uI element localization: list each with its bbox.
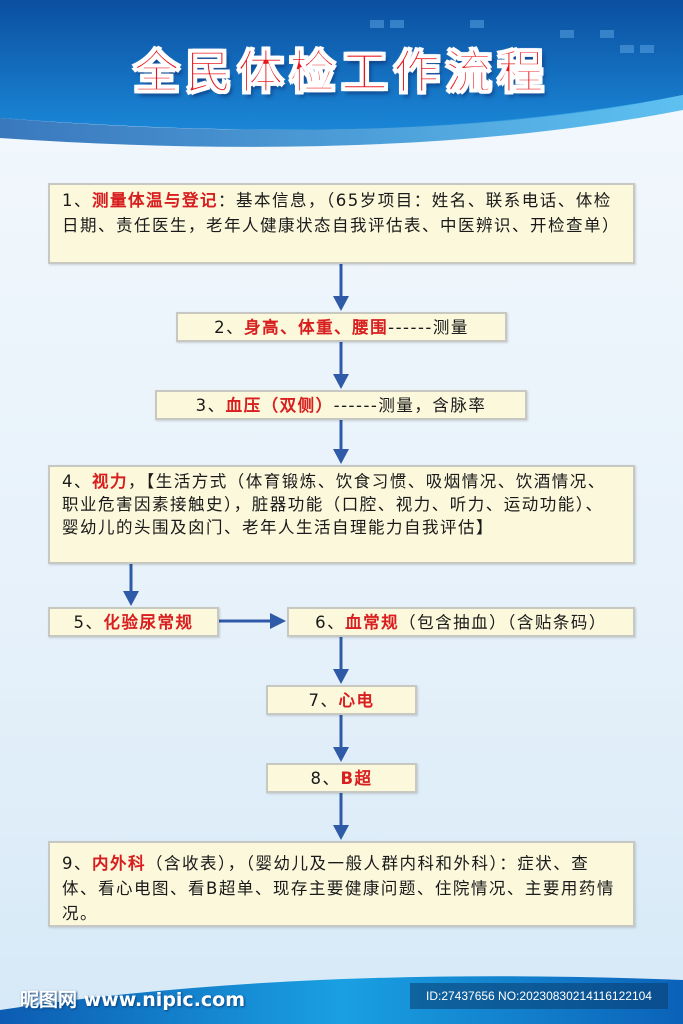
step-number: 9、 [62,854,92,873]
step-7-box: 7、心电 [266,685,417,715]
step-title: 视力 [92,472,128,491]
step-text: （包含抽血）（含贴条码） [399,612,607,632]
step-title: 身高、体重、腰围 [244,317,389,337]
step-number: 2、 [214,317,245,337]
step-4-box: 4、视力，【生活方式（体育锻炼、饮食习惯、吸烟情况、饮酒情况、职业危害因素接触史… [48,465,635,564]
step-3-box: 3、血压（双侧）------测量，含脉率 [155,390,527,420]
step-title: 血压（双侧） [225,395,334,415]
step-title: 心电 [338,690,375,710]
page-title: 全民体检工作流程 [133,45,550,100]
step-1-box: 1、测量体温与登记：基本信息，（65岁项目：姓名、联系电话、体检日期、责任医生，… [48,183,635,264]
step-title: 内外科 [92,854,146,873]
step-number: 6、 [315,612,346,632]
step-text: ：基本信息，（65岁项目：姓名、联系电话、体检日期、责任医生，老年人健康状态自我… [62,191,620,235]
step-9-box: 9、内外科（含收表），（婴幼儿及一般人群内科和外科）：症状、查体、看心电图、看B… [48,841,635,927]
image-id-label: ID:27437656 NO:20230830214116122104 [410,983,668,1009]
step-text: （含收表），（婴幼儿及一般人群内科和外科）：症状、查体、看心电图、看B超单、现存… [62,854,615,923]
step-5-box: 5、化验尿常规 [48,607,219,637]
step-text: ------测量 [388,317,469,337]
watermark-logo: 昵图网 www.nipic.com [20,989,246,1011]
step-text: ，【生活方式（体育锻炼、饮食习惯、吸烟情况、饮酒情况、职业危害因素接触史），脏器… [62,472,606,537]
step-number: 8、 [310,768,341,788]
step-title: 化验尿常规 [103,612,194,632]
step-text: ------测量，含脉率 [333,395,487,415]
header-banner [0,0,683,147]
step-number: 1、 [62,191,92,210]
step-number: 3、 [195,395,226,415]
step-title: 血常规 [345,612,400,632]
step-number: 4、 [62,472,92,491]
step-8-box: 8、B超 [266,763,417,793]
step-title: B超 [340,768,373,788]
step-number: 7、 [308,690,339,710]
step-title: 测量体温与登记 [92,191,218,210]
step-6-box: 6、血常规（包含抽血）（含贴条码） [287,607,635,637]
step-number: 5、 [73,612,104,632]
step-2-box: 2、身高、体重、腰围------测量 [176,312,507,342]
